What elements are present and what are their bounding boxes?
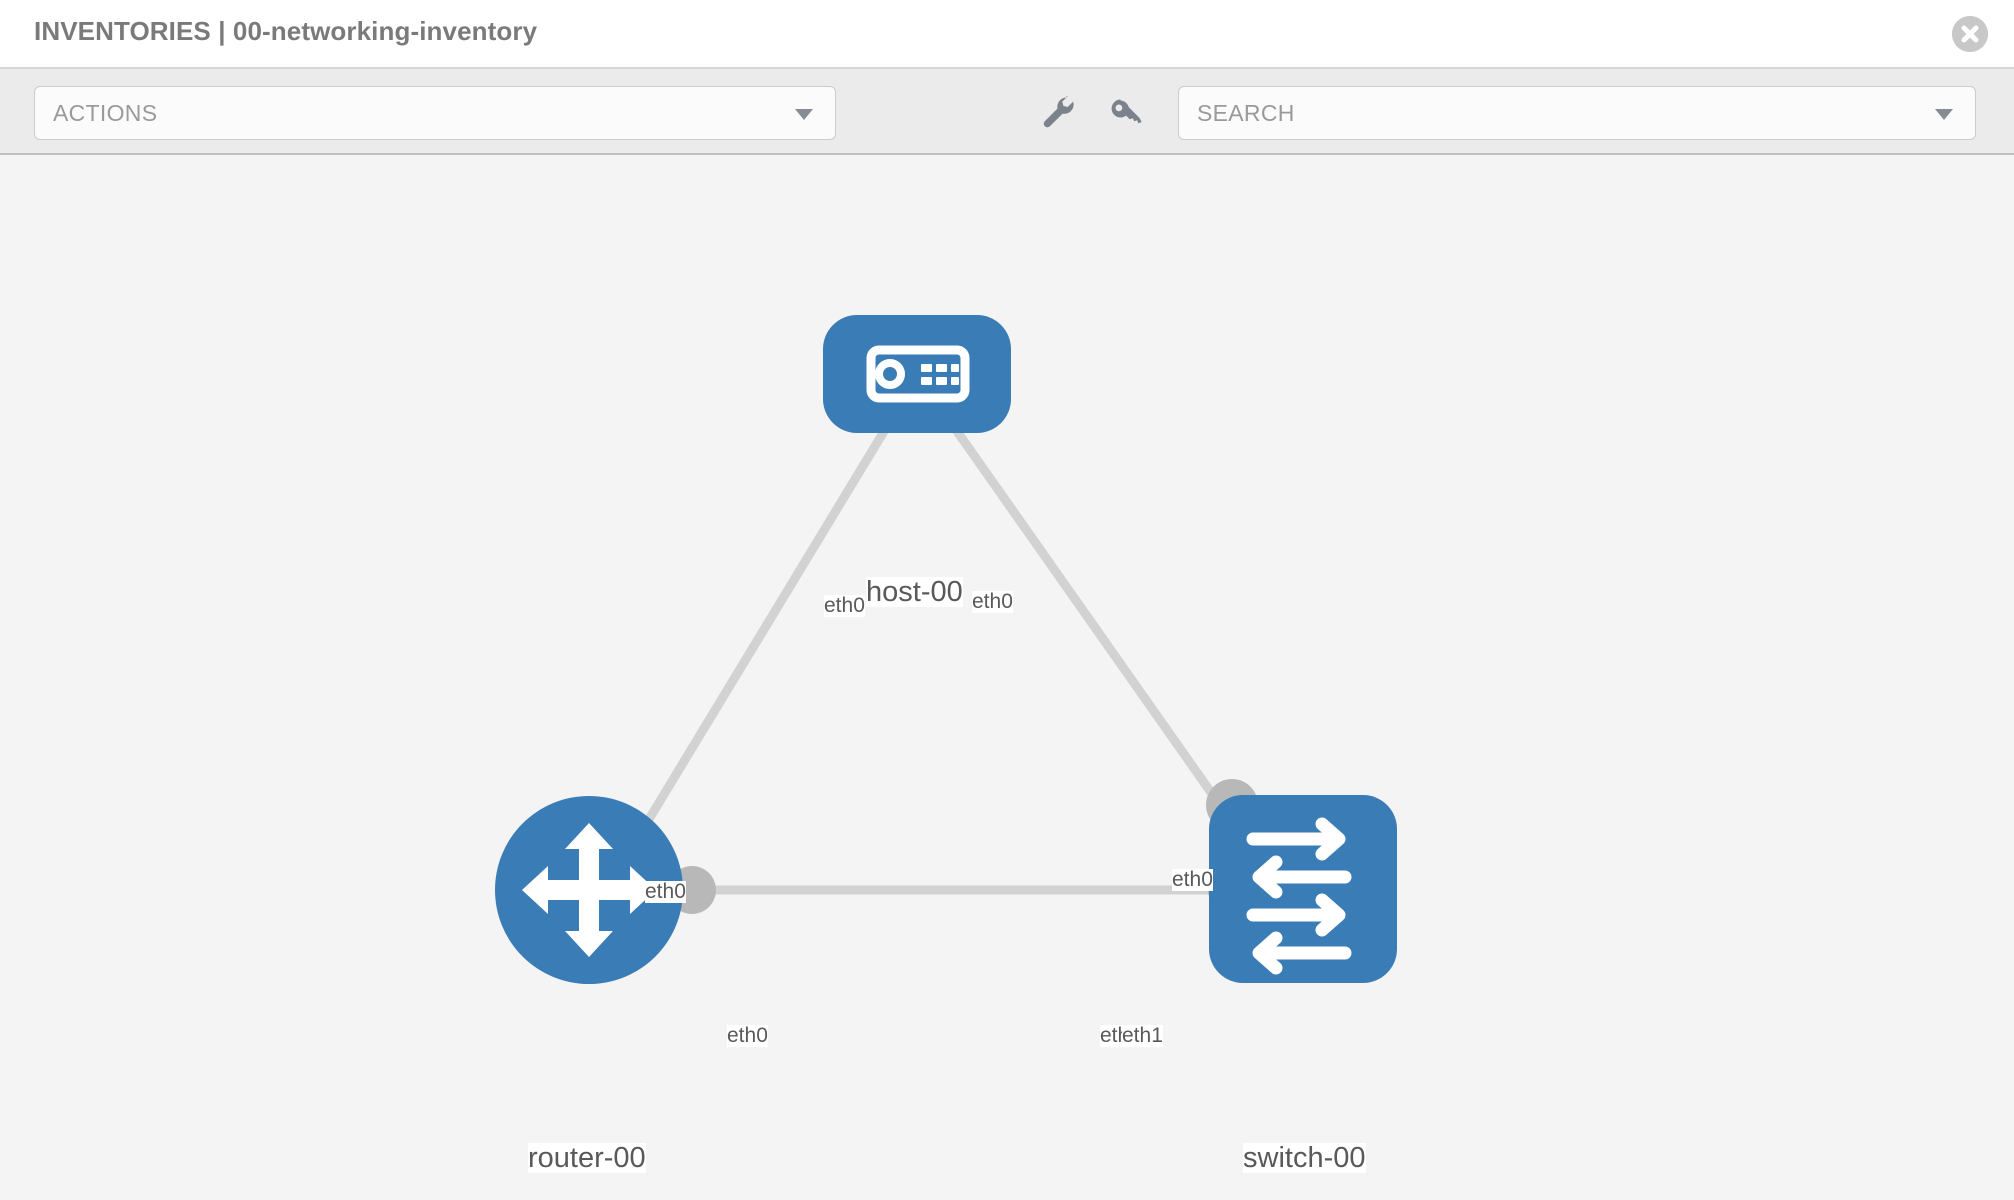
actions-dropdown-label: ACTIONS <box>53 100 158 126</box>
node-label-switch-00: switch-00 <box>1243 1142 1366 1174</box>
topology-links <box>616 397 1259 895</box>
node-label-router-00: router-00 <box>528 1142 646 1174</box>
server-ports-grid <box>921 364 959 385</box>
search-placeholder: SEARCH <box>1197 100 1295 126</box>
iface-label: eth0 <box>972 590 1013 614</box>
node-host-shape <box>823 315 1011 433</box>
router-four-arrows-icon <box>522 823 656 957</box>
search-input[interactable]: SEARCH <box>1178 86 1976 140</box>
iface-label: eth1 <box>1122 1024 1163 1048</box>
toolbar: ACTIONS SEARCH <box>0 69 2014 155</box>
key-icon[interactable] <box>1104 91 1148 135</box>
node-label-host-00: host-00 <box>866 576 963 608</box>
iface-label: eth0 <box>727 1024 768 1048</box>
link-host-router <box>616 397 907 870</box>
close-icon[interactable] <box>1952 16 1988 52</box>
node-host-00 <box>823 315 1011 433</box>
actions-dropdown[interactable]: ACTIONS <box>34 86 836 140</box>
server-appliance-icon <box>866 345 970 403</box>
page-header: INVENTORIES | 00-networking-inventory <box>0 0 2014 69</box>
link-host-switch <box>931 397 1259 858</box>
switch-arrows-icon <box>1246 817 1352 975</box>
iface-label: eth0 <box>824 594 865 618</box>
page-title: INVENTORIES | 00-networking-inventory <box>34 16 538 46</box>
topology-graph <box>495 315 1397 984</box>
chevron-down-icon[interactable] <box>1935 109 1953 120</box>
node-router-00 <box>495 796 683 984</box>
topology-canvas[interactable]: eth0 host-00 eth0 eth0 eth0 eth0 eth eth… <box>0 155 2014 1200</box>
wrench-icon[interactable] <box>1036 91 1080 135</box>
iface-label: eth0 <box>1172 868 1213 892</box>
iface-label: eth <box>1100 1024 1130 1048</box>
chevron-down-icon <box>795 109 813 120</box>
node-switch-00 <box>1209 795 1397 983</box>
iface-label: eth0 <box>645 880 686 904</box>
